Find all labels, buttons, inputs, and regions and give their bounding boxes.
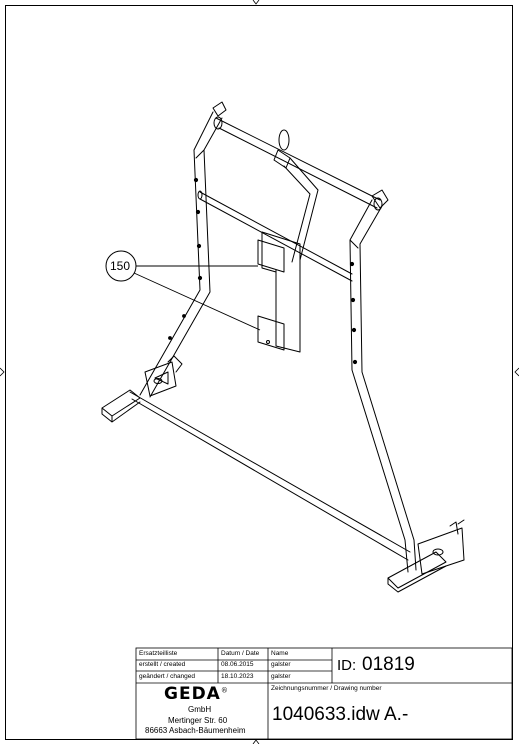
company-line-1: GmbH: [188, 705, 212, 714]
left-foot: [101, 389, 141, 423]
tb-created-label: erstellt / created: [139, 661, 186, 668]
company-line-2: Mertinger Str. 60: [168, 716, 228, 725]
title-block-frame: [135, 647, 513, 740]
tb-changed-name: galster: [271, 673, 291, 680]
top-crossbar: [215, 117, 381, 209]
mounting-holes: [168, 177, 358, 365]
callout-150: [105, 250, 261, 331]
company-line-3: 86663 Asbach-Bäumenheim: [145, 726, 246, 735]
tb-header-list: Ersatzteilliste: [139, 650, 178, 657]
right-upright: [349, 199, 417, 573]
middle-crossbar: [199, 191, 353, 282]
tb-changed-date: 18.10.2023: [221, 673, 254, 680]
right-foot: [387, 551, 447, 593]
lifting-eye: [278, 129, 290, 151]
mount-plate: [261, 231, 301, 353]
tb-header-date: Datum / Date: [221, 650, 260, 657]
tb-id-value: 01819: [362, 654, 415, 675]
tb-changed-label: geändert / changed: [139, 673, 196, 680]
tb-created-date: 08.06.2015: [221, 661, 254, 668]
tb-header-name: Name: [271, 650, 289, 657]
callout-number: 150: [110, 259, 131, 273]
sheet-border: [5, 5, 513, 740]
tb-id-label: ID:: [337, 657, 357, 674]
tb-created-name: galster: [271, 661, 291, 668]
registered-mark: ®: [220, 686, 229, 695]
left-upright: [139, 111, 223, 398]
bottom-crossbar: [129, 391, 411, 561]
geda-logo-text: GEDA: [164, 684, 221, 704]
frame-drawing: [101, 101, 465, 593]
tb-drawing-number-label: Zeichnungsnummer / Drawing number: [271, 685, 382, 692]
geda-logo: GEDA®: [164, 684, 229, 704]
tb-drawing-number: 1040633.idw A.-: [272, 704, 409, 725]
